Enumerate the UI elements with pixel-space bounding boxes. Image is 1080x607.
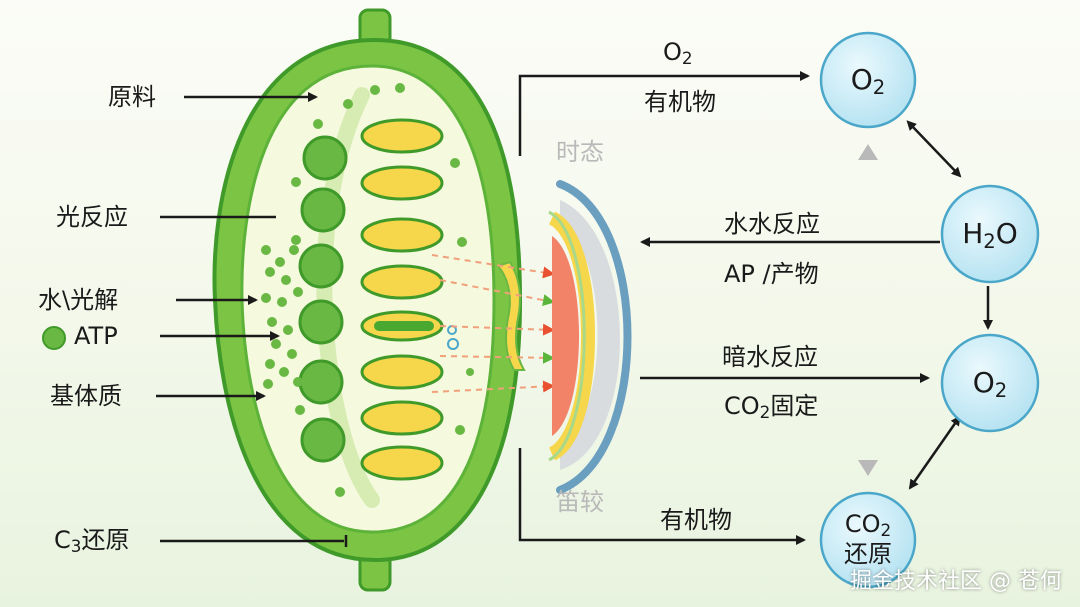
label-light-reaction: 光反应 (56, 203, 128, 231)
transport-arrows (431, 254, 555, 393)
label-atp: ATP (74, 322, 118, 350)
atp-legend-dot (42, 326, 66, 350)
label-pointers (156, 92, 348, 547)
thylakoid (360, 118, 444, 154)
granum (300, 187, 346, 233)
thylakoid (360, 264, 444, 300)
node-h2o-label: H2O (962, 217, 1018, 253)
granum (298, 243, 344, 289)
node-h2o (940, 184, 1040, 284)
node-o2-top (819, 31, 917, 129)
flow-top-text: 有机物 (644, 88, 716, 116)
o2-co2-arrow (908, 415, 961, 490)
thylakoid-membrane-section (548, 180, 632, 494)
label-c3-reduction: C3还原 (54, 526, 130, 557)
gray-up-triangle (858, 144, 878, 160)
top-flow-arrow (518, 71, 810, 156)
node-o2-top-label: O2 (850, 63, 886, 99)
flow-top-formula: O2 (663, 38, 693, 69)
molecule-nodes (819, 31, 1040, 589)
thylakoid (360, 165, 444, 201)
granum (298, 359, 344, 405)
node-co2-bottom (819, 491, 917, 589)
gray-down-triangle (858, 460, 878, 476)
node-o2-mid (940, 333, 1040, 433)
flow-lines (518, 71, 993, 545)
o2-h2o-arrow (906, 120, 962, 178)
thylakoid (360, 217, 444, 253)
thylakoid (360, 400, 444, 436)
flow-dark-reaction: 暗水反应 (722, 343, 818, 371)
node-co2-bottom-label: CO2 (844, 510, 892, 541)
node-co2-bottom-line2: 还原 (844, 540, 892, 568)
water-droplet (447, 338, 459, 350)
bottom-flow-arrow (518, 448, 806, 545)
flow-mid-bottom: AP /产物 (724, 260, 819, 288)
flow-co2-fixation: CO2固定 (724, 392, 819, 423)
thylakoid (360, 445, 444, 481)
granum (298, 299, 344, 345)
granum (302, 135, 348, 181)
thylakoid (360, 354, 444, 390)
flow-bottom-text: 有机物 (660, 506, 732, 534)
stroma-particles (261, 83, 474, 497)
chloroplast (212, 8, 523, 592)
membrane-label-bottom: 笛较 (556, 488, 604, 516)
grana-column (298, 135, 348, 463)
watermark: 掘金技术社区 @ 苍何 (850, 569, 1062, 594)
label-stroma: 基体质 (50, 382, 122, 410)
label-raw-material: 原料 (108, 83, 156, 111)
granum (300, 417, 346, 463)
flow-mid-top: 水水反应 (724, 210, 820, 238)
node-o2-mid-label: O2 (972, 366, 1008, 402)
thylakoid-active-band (374, 321, 434, 331)
membrane-label-top: 时态 (556, 138, 604, 166)
thylakoid-stack (360, 118, 444, 481)
label-water-photolysis: 水\光解 (38, 286, 119, 314)
